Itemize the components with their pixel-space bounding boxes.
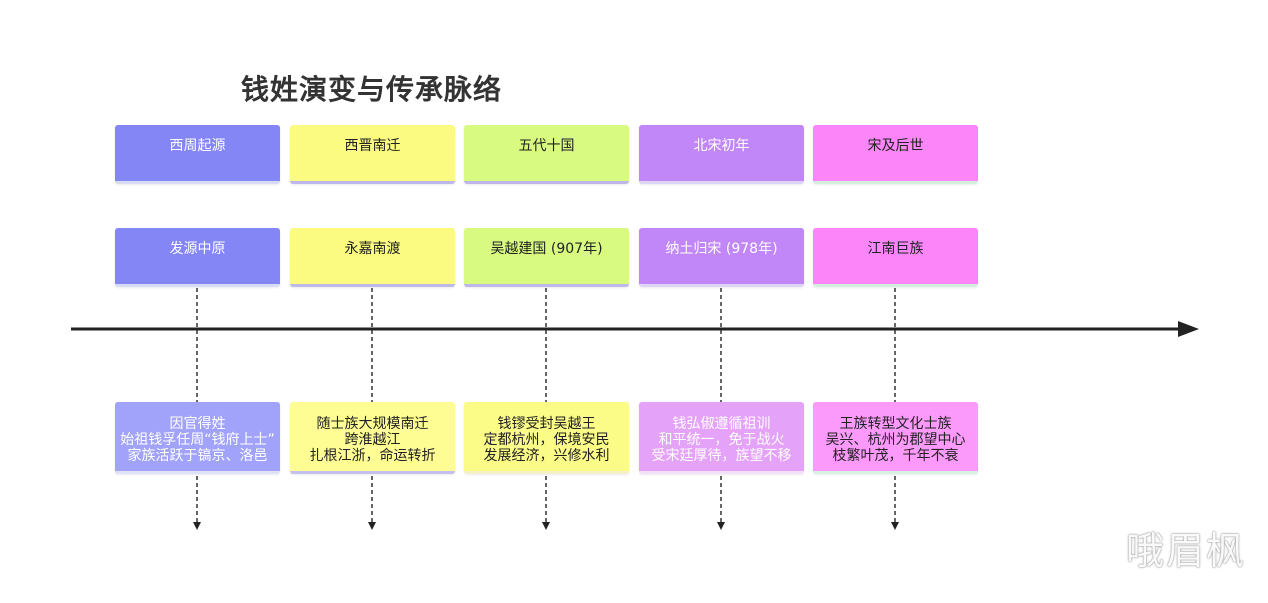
detail-card-3: 钱镠受封吴越王 定都杭州，保境安民 发展经济，兴修水利 — [464, 402, 629, 474]
era-label: 宋及后世 — [867, 138, 924, 154]
detail-line: 发展经济，兴修水利 — [483, 448, 610, 464]
detail-line: 始祖钱孚任周“钱府上士” — [120, 432, 275, 448]
era-label: 西晋南迁 — [344, 138, 401, 154]
era-card-3: 五代十国 — [464, 125, 629, 184]
event-card-1: 发源中原 — [115, 228, 280, 287]
era-card-1: 西周起源 — [115, 125, 280, 184]
detail-line: 和平统一，免于战火 — [658, 432, 785, 448]
detail-line: 钱镠受封吴越王 — [497, 416, 596, 432]
detail-card-2: 随士族大规模南迁 跨淮越江 扎根江浙，命运转折 — [290, 402, 455, 474]
detail-line: 家族活跃于镐京、洛邑 — [127, 448, 268, 464]
event-label: 吴越建国 (907年) — [490, 241, 603, 257]
event-card-3: 吴越建国 (907年) — [464, 228, 629, 287]
detail-line: 受宋廷厚待，族望不移 — [651, 448, 792, 464]
event-label: 发源中原 — [169, 241, 226, 257]
event-card-5: 江南巨族 — [813, 228, 978, 287]
era-card-4: 北宋初年 — [639, 125, 804, 184]
diagram-title: 钱姓演变与传承脉络 — [241, 73, 503, 106]
detail-line: 枝繁叶茂，千年不衰 — [832, 448, 959, 464]
era-card-2: 西晋南迁 — [290, 125, 455, 184]
era-label: 西周起源 — [169, 138, 226, 154]
timeline-axis-arrowhead — [1178, 321, 1199, 337]
watermark: 哦眉枫 — [1125, 529, 1246, 573]
detail-line: 定都杭州，保境安民 — [483, 432, 610, 448]
detail-line: 跨淮越江 — [344, 432, 401, 448]
era-card-5: 宋及后世 — [813, 125, 978, 184]
event-label: 纳土归宋 (978年) — [665, 241, 778, 257]
detail-line: 因官得姓 — [169, 416, 226, 432]
detail-card-5: 王族转型文化士族 吴兴、杭州为郡望中心 枝繁叶茂，千年不衰 — [813, 402, 978, 474]
detail-line: 吴兴、杭州为郡望中心 — [825, 432, 966, 448]
detail-line: 扎根江浙，命运转折 — [309, 448, 436, 464]
era-label: 五代十国 — [518, 138, 575, 154]
event-card-2: 永嘉南渡 — [290, 228, 455, 287]
event-label: 永嘉南渡 — [344, 241, 401, 257]
detail-card-1: 因官得姓 始祖钱孚任周“钱府上士” 家族活跃于镐京、洛邑 — [115, 402, 280, 474]
event-card-4: 纳土归宋 (978年) — [639, 228, 804, 287]
era-label: 北宋初年 — [693, 138, 750, 154]
detail-line: 钱弘俶遵循祖训 — [672, 416, 771, 432]
event-label: 江南巨族 — [867, 241, 924, 257]
detail-line: 王族转型文化士族 — [839, 416, 952, 432]
detail-card-4: 钱弘俶遵循祖训 和平统一，免于战火 受宋廷厚待，族望不移 — [639, 402, 804, 474]
detail-line: 随士族大规模南迁 — [316, 416, 429, 432]
